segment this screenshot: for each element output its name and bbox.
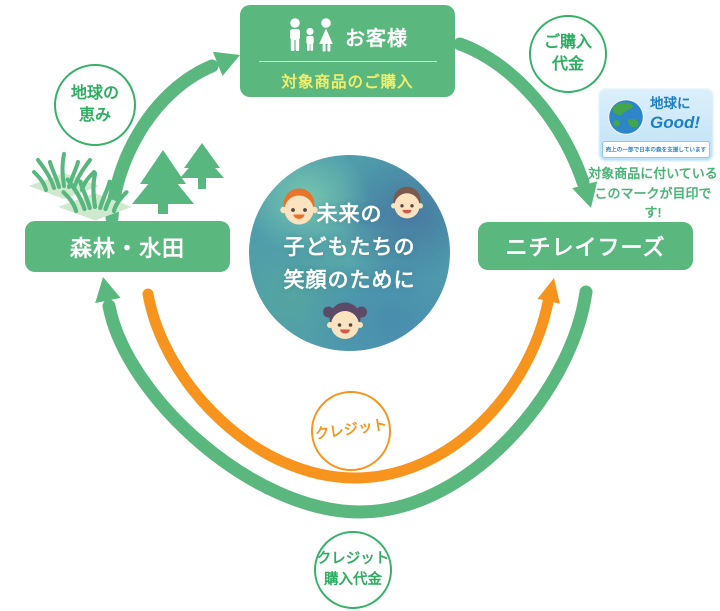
purchase-payment-label-circle: ご購入 代金 <box>529 15 607 93</box>
credit-payment-line1: クレジット <box>316 550 390 567</box>
center-message-circle: 未来の 子どもたちの 笑顔のために <box>249 155 450 351</box>
arrowhead-up-icon <box>537 278 560 304</box>
credit-label: クレジット <box>313 417 388 444</box>
badge-caption-line1: 対象商品に付いている <box>588 166 718 181</box>
globe-icon <box>608 99 644 135</box>
child-face-orange-hair-icon <box>280 188 318 225</box>
badge-title: 地球に Good! <box>650 96 701 133</box>
badge-strip-text: 売上の一部で日本の森を支援しています <box>605 147 707 153</box>
earth-good-badge: 地球に Good! 売上の一部で日本の森を支援しています <box>598 88 714 162</box>
earth-blessing-label-circle: 地球の 恵み <box>54 64 136 146</box>
forest-paddy-box: 森林・水田 <box>25 221 230 272</box>
arrow-company-to-forest <box>95 277 593 519</box>
purchase-payment-line1: ご購入 <box>543 34 592 52</box>
badge-title-line2: Good! <box>650 112 701 132</box>
customer-box-subtitle: 対象商品のご購入 <box>281 74 414 91</box>
badge-caption-line2: このマークが目印です! <box>594 185 712 221</box>
arrowhead-down-icon <box>572 181 598 208</box>
arrowhead-up-icon <box>95 277 121 304</box>
pine-tree-icon <box>180 143 224 189</box>
credit-label-circle: クレジット <box>311 391 391 471</box>
arrow-forest-to-company <box>142 278 560 484</box>
earth-blessing-line2: 恵み <box>78 107 111 124</box>
purchase-payment-line2: 代金 <box>551 56 584 73</box>
arrow-customer-to-company <box>453 37 598 208</box>
badge-strip: 売上の一部で日本の森を支援しています <box>602 141 710 158</box>
rice-seedling-icon <box>58 171 132 221</box>
arrowhead-up-right-icon <box>212 51 240 76</box>
customer-box-title: お客様 <box>345 27 408 50</box>
customer-box: お客様 対象商品のご購入 <box>240 5 455 97</box>
divider <box>258 61 437 62</box>
company-box: ニチレイフーズ <box>478 222 693 270</box>
earth-blessing-line1: 地球の <box>70 85 119 103</box>
company-label: ニチレイフーズ <box>505 235 666 260</box>
center-message-line2: 子どもたちの <box>283 235 416 259</box>
pine-tree-icon <box>132 150 194 214</box>
center-message: 未来の 子どもたちの 笑顔のために <box>249 199 450 298</box>
credit-payment-line2: 購入代金 <box>324 572 382 588</box>
center-message-line1: 未来の <box>316 203 383 226</box>
child-face-pigtails-icon <box>323 302 367 339</box>
badge-title-line1: 地球に <box>650 96 691 111</box>
credit-payment-label-circle: クレジット 購入代金 <box>314 531 392 609</box>
child-face-brown-hair-icon <box>391 186 423 219</box>
arrow-forest-to-customer <box>105 51 240 225</box>
forest-paddy-label: 森林・水田 <box>69 235 185 261</box>
family-icon <box>290 18 333 52</box>
center-message-line3: 笑顔のために <box>283 268 416 292</box>
badge-caption: 対象商品に付いている このマークが目印です! <box>586 164 720 223</box>
